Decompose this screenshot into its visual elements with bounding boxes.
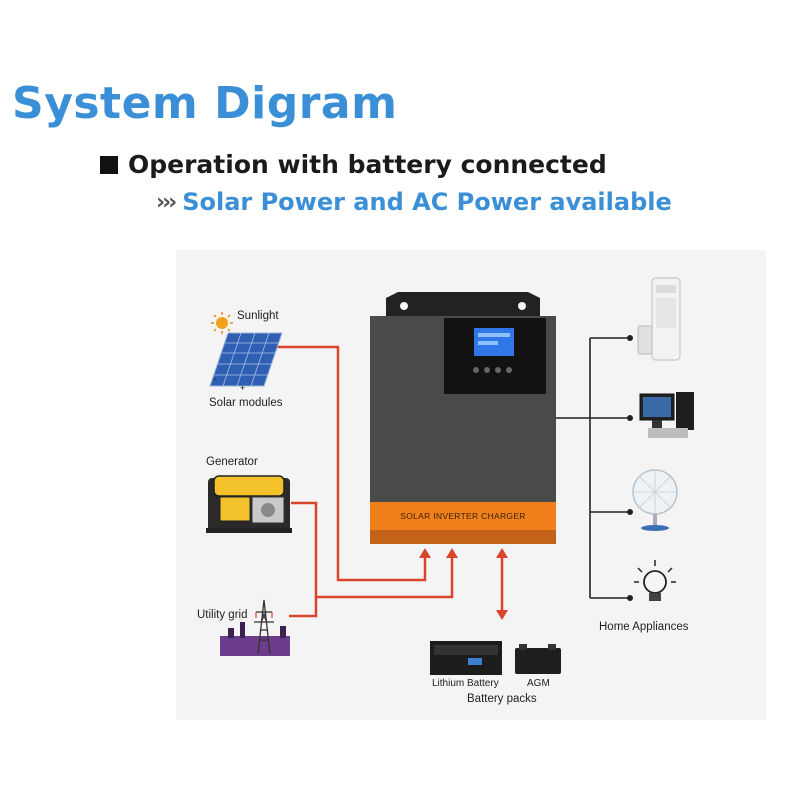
sunlight-label: Sunlight: [237, 310, 279, 322]
mode-text: Solar Power and AC Power available: [182, 188, 672, 216]
svg-text:-: -: [213, 374, 216, 384]
load-wires: [556, 337, 628, 599]
utility-grid-icon: [220, 599, 290, 656]
generator-wire: [291, 501, 318, 597]
grid-wire: [289, 558, 454, 618]
solar-modules-label: Solar modules: [209, 397, 283, 409]
generator-label: Generator: [206, 456, 258, 468]
svg-text:+: +: [240, 383, 245, 393]
home-appliances-label: Home Appliances: [599, 621, 689, 633]
square-bullet-icon: [100, 155, 118, 174]
section-subtitle: Operation with battery connected: [100, 150, 607, 179]
lithium-battery-icon: [430, 641, 502, 675]
solar-panel-icon: - +: [209, 332, 283, 393]
wire-arrows: [419, 548, 508, 620]
inverter-unit: [370, 292, 556, 544]
chevrons-icon: ›››: [156, 189, 177, 215]
fan-icon: [632, 469, 678, 531]
inverter-label: SOLAR INVERTER CHARGER: [400, 511, 526, 521]
lithium-battery-label: Lithium Battery: [432, 678, 499, 689]
air-conditioner-icon: [637, 277, 681, 361]
solar-wire: [275, 345, 427, 582]
mode-heading: ››› Solar Power and AC Power available: [156, 188, 672, 216]
load-connectors: [627, 335, 633, 601]
utility-grid-label: Utility grid: [197, 609, 248, 621]
computer-icon: [639, 392, 694, 438]
page-title: System Digram: [12, 78, 398, 129]
agm-label: AGM: [527, 678, 550, 689]
sun-icon: [211, 312, 233, 334]
light-bulb-icon: [634, 560, 676, 601]
subtitle-text: Operation with battery connected: [128, 150, 607, 179]
agm-battery-icon: [515, 644, 561, 674]
battery-packs-label: Battery packs: [467, 693, 537, 705]
power-wires: [275, 345, 454, 618]
generator-icon: [206, 475, 292, 533]
